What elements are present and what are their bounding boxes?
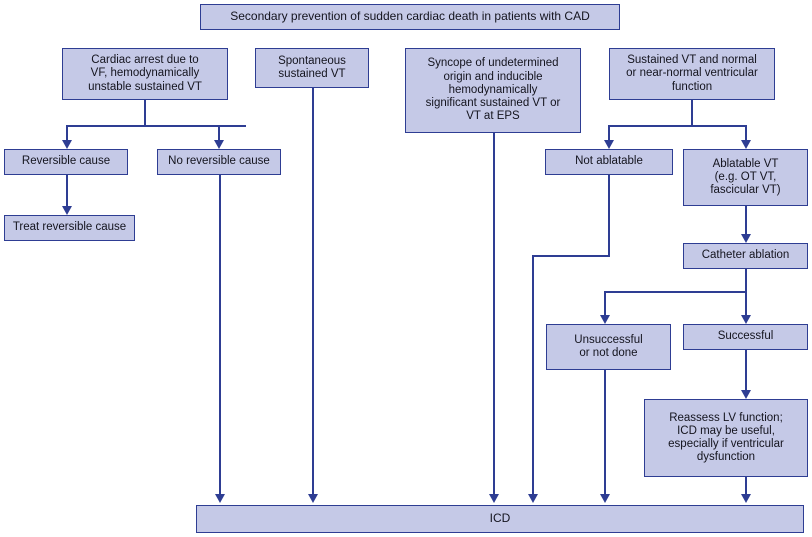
node-no-reversible-cause[interactable]: No reversible cause [157,149,281,175]
edge-reassess-to-icd [745,477,747,495]
arrowhead-ablatable-vt [741,140,751,149]
arrowhead-icd-from-unsuccessful [600,494,610,503]
arrowhead-icd-from-no-reversible [215,494,225,503]
edge-to-reversible-drop [66,125,68,142]
arrowhead-no-reversible-cause [214,140,224,149]
arrowhead-not-ablatable [604,140,614,149]
node-reversible-cause[interactable]: Reversible cause [4,149,128,175]
arrowhead-icd-from-reassess [741,494,751,503]
edge-sustained-vt-bus [608,125,746,127]
edge-cardiac-arrest-stem [144,100,146,126]
edge-reversible-to-treat [66,175,68,207]
edge-cardiac-arrest-bus [66,125,246,127]
edge-unsuccessful-to-icd [604,370,606,495]
node-syncope[interactable]: Syncope of undetermined origin and induc… [405,48,581,133]
arrowhead-icd-from-spontaneous [308,494,318,503]
node-root[interactable]: Secondary prevention of sudden cardiac d… [200,4,620,30]
edge-to-no-reversible-drop [218,125,220,142]
arrowhead-reversible-cause [62,140,72,149]
edge-to-successful-drop [745,291,747,317]
edge-sustained-vt-stem [691,100,693,126]
node-icd[interactable]: ICD [196,505,804,533]
node-successful[interactable]: Successful [683,324,808,350]
edge-successful-to-reassess [745,350,747,391]
edge-not-ablatable-drop1 [608,175,610,256]
arrowhead-unsuccessful [600,315,610,324]
edge-to-not-ablatable-drop [608,125,610,142]
arrowhead-successful [741,315,751,324]
edge-no-reversible-to-icd [219,175,221,495]
node-catheter-ablation[interactable]: Catheter ablation [683,243,808,269]
node-cardiac-arrest[interactable]: Cardiac arrest due to VF, hemodynamicall… [62,48,228,100]
edge-not-ablatable-jog [532,255,610,257]
edge-not-ablatable-to-icd [532,255,534,495]
arrowhead-treat-reversible-cause [62,206,72,215]
node-not-ablatable[interactable]: Not ablatable [545,149,673,175]
arrowhead-catheter-ablation [741,234,751,243]
edge-spontaneous-to-icd [312,88,314,495]
node-ablatable-vt[interactable]: Ablatable VT (e.g. OT VT, fascicular VT) [683,149,808,206]
arrowhead-icd-from-not-ablatable [528,494,538,503]
edge-to-unsuccessful-drop [604,291,606,317]
node-reassess-lv[interactable]: Reassess LV function; ICD may be useful,… [644,399,808,477]
edge-ablatable-to-catheter [745,206,747,235]
edge-syncope-to-icd [493,133,495,495]
node-sustained-vt-normal[interactable]: Sustained VT and normal or near-normal v… [609,48,775,100]
node-spontaneous-vt[interactable]: Spontaneous sustained VT [255,48,369,88]
arrowhead-icd-from-syncope [489,494,499,503]
edge-catheter-bus [604,291,747,293]
edge-to-ablatable-drop [745,125,747,142]
node-unsuccessful[interactable]: Unsuccessful or not done [546,324,671,370]
edge-catheter-stem [745,269,747,292]
node-treat-reversible-cause[interactable]: Treat reversible cause [4,215,135,241]
arrowhead-reassess [741,390,751,399]
